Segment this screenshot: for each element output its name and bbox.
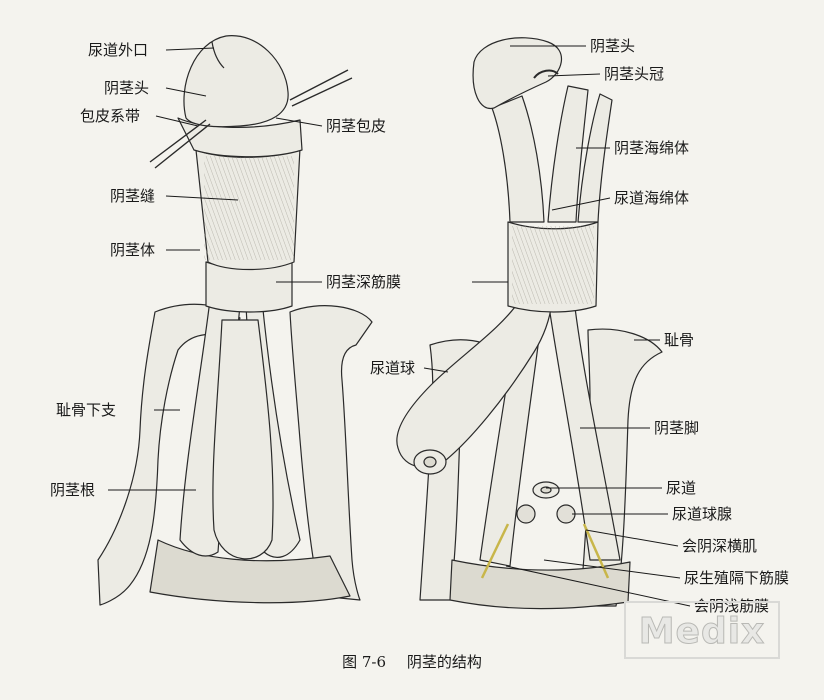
figure-title: 阴茎的结构 (406, 653, 482, 671)
right-cavernosum-upper-a (547, 85, 589, 223)
label-glans-left: 阴茎头 (104, 79, 150, 97)
right-corona (533, 69, 559, 79)
gland-left (516, 504, 536, 524)
right-cavernosum-upper-b (577, 93, 613, 223)
label-deep-transverse-perineal: 会阴深横肌 (682, 537, 758, 555)
label-urethra: 尿道 (666, 479, 697, 497)
label-inferior-fascia-ug: 尿生殖隔下筋膜 (684, 569, 790, 587)
right-glans (472, 37, 563, 110)
label-deep-fascia: 阴茎深筋膜 (326, 273, 402, 291)
watermark-logo: Medix (624, 601, 780, 659)
label-body: 阴茎体 (110, 241, 156, 259)
label-frenulum: 包皮系带 (80, 107, 141, 125)
right-spongiosum-upper (491, 95, 545, 223)
label-corpus-cavernosum: 阴茎海绵体 (614, 139, 690, 157)
right-band-hatch (512, 226, 594, 304)
label-raphe: 阴茎缝 (110, 187, 156, 205)
label-corona: 阴茎头冠 (604, 65, 665, 83)
label-urethral-orifice: 尿道外口 (88, 41, 149, 59)
label-bulbourethral-gland: 尿道球腺 (672, 505, 733, 523)
label-prepuce: 阴茎包皮 (326, 117, 387, 135)
label-inferior-pubic-ramus: 耻骨下支 (56, 401, 117, 419)
left-bulb (212, 319, 274, 560)
label-bulb: 尿道球 (370, 359, 416, 377)
left-glans (183, 35, 289, 128)
label-corpus-spongiosum: 尿道海绵体 (614, 189, 690, 207)
label-crus: 阴茎脚 (654, 419, 700, 437)
watermark-text: Medix (638, 611, 766, 653)
label-root: 阴茎根 (50, 481, 96, 499)
label-glans-right: 阴茎头 (590, 37, 636, 55)
right-pubic-bone-left-fig (289, 305, 373, 601)
label-pubis: 耻骨 (664, 331, 695, 349)
figure-number: 图 7-6 (342, 653, 387, 671)
figure-caption: 图 7-6 阴茎的结构 (0, 651, 824, 672)
right-crus (547, 299, 621, 561)
left-shaft-hatch (204, 156, 294, 260)
